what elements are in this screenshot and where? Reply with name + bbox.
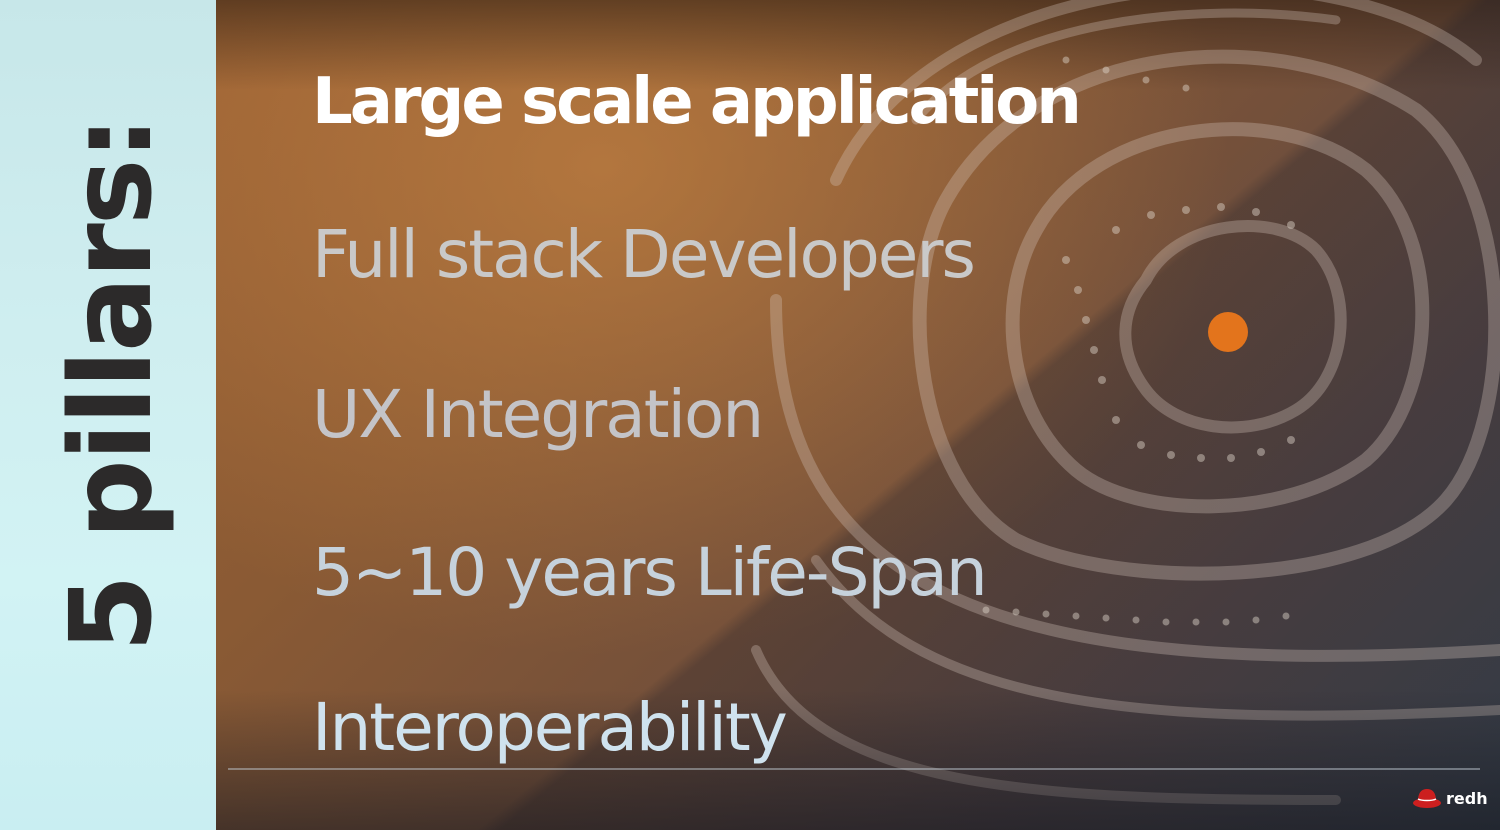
ring-dot: [1252, 208, 1260, 216]
target-rings-graphic: [751, 0, 1500, 805]
ring-dot: [1090, 346, 1098, 354]
brand-logo: redh: [1412, 786, 1488, 810]
target-center-dot: [1208, 312, 1248, 352]
ring-dot: [1132, 616, 1140, 624]
sidebar-panel: 5 pillars:: [0, 0, 222, 830]
ring-dot: [1062, 256, 1070, 264]
ring-dot: [1142, 76, 1150, 84]
ring-dot: [1082, 316, 1090, 324]
ring-dot: [1197, 454, 1205, 462]
ring-dot: [1192, 618, 1200, 626]
pillar-interoperability: Interoperability: [312, 689, 788, 766]
ring-dot: [1222, 618, 1230, 626]
ring-dot: [1102, 66, 1110, 74]
ring-line: [912, 49, 1500, 581]
top-shadow: [216, 0, 1500, 90]
bottom-shadow: [216, 690, 1500, 830]
pillar-ux-integration: UX Integration: [312, 376, 764, 453]
ring-line: [1005, 122, 1430, 514]
pillar-large-scale-application: Large scale application: [312, 65, 1082, 139]
ring-dot: [1074, 286, 1082, 294]
ring-dot: [1098, 376, 1106, 384]
ring-dot: [1182, 206, 1190, 214]
ring-dot: [1102, 614, 1110, 622]
slide-title: 5 pillars:: [47, 117, 177, 653]
ring-dot: [1287, 436, 1295, 444]
ring-dot: [1257, 448, 1265, 456]
ring-dot: [1227, 454, 1235, 462]
ring-dot: [1137, 441, 1145, 449]
ring-dot: [1162, 618, 1170, 626]
red-hat-icon: [1413, 789, 1441, 808]
ring-dot: [1112, 416, 1120, 424]
ring-dot: [1042, 610, 1050, 618]
ring-line: [911, 8, 1341, 125]
ring-dot: [1112, 226, 1120, 234]
content-panel: [216, 0, 1500, 830]
ring-dot: [1182, 84, 1190, 92]
ring-dot: [1062, 56, 1070, 64]
ring-dot: [1252, 616, 1260, 624]
ring-dot: [1167, 451, 1175, 459]
ring-line: [830, 0, 1482, 186]
pillar-life-span: 5~10 years Life-Span: [312, 534, 988, 611]
ring-dot: [1287, 221, 1295, 229]
ring-dot: [982, 606, 990, 614]
ring-dot: [1282, 612, 1290, 620]
ring-dot: [1217, 203, 1225, 211]
ring-line: [770, 294, 1500, 662]
pillar-full-stack-developers: Full stack Developers: [312, 216, 976, 293]
ring-dot: [1147, 211, 1155, 219]
ring-dot: [1072, 612, 1080, 620]
footer-divider: [228, 768, 1480, 770]
ring-dot: [1012, 608, 1020, 616]
ring-line: [1119, 220, 1347, 434]
logo-text: redh: [1446, 788, 1488, 808]
